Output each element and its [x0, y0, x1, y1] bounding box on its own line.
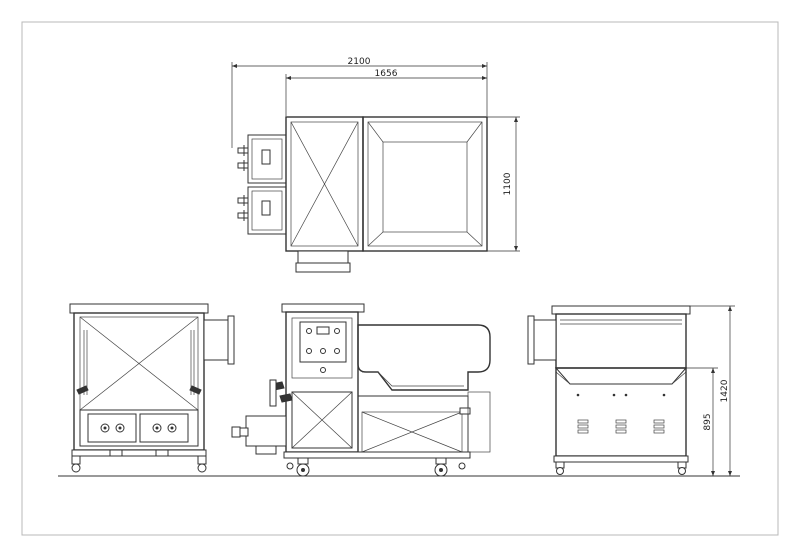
- dimension-total-height: 1420: [690, 305, 735, 476]
- dimension-body-width: 1656: [285, 69, 487, 116]
- dimension-overall-width: 2100: [231, 57, 488, 148]
- top-view-control-boxes: [237, 134, 287, 235]
- dimension-label-2100: 2100: [348, 57, 371, 67]
- top-view-mixing-chamber: [285, 116, 364, 273]
- dimension-label-895: 895: [703, 413, 713, 430]
- top-view: 2100 1656 1100: [231, 57, 520, 273]
- dimension-label-1656: 1656: [375, 69, 398, 79]
- dimension-label-1100: 1100: [503, 172, 513, 195]
- side-view: [231, 303, 491, 477]
- dimension-lower-height: 895: [686, 367, 718, 476]
- front-view: [69, 303, 235, 473]
- dimension-label-1420: 1420: [720, 379, 730, 402]
- vent-grilles: [577, 419, 665, 434]
- drawing-border: [21, 21, 779, 536]
- dimension-depth: 1100: [487, 116, 520, 252]
- back-view: 895 1420: [527, 305, 735, 476]
- top-view-hopper: [362, 116, 488, 252]
